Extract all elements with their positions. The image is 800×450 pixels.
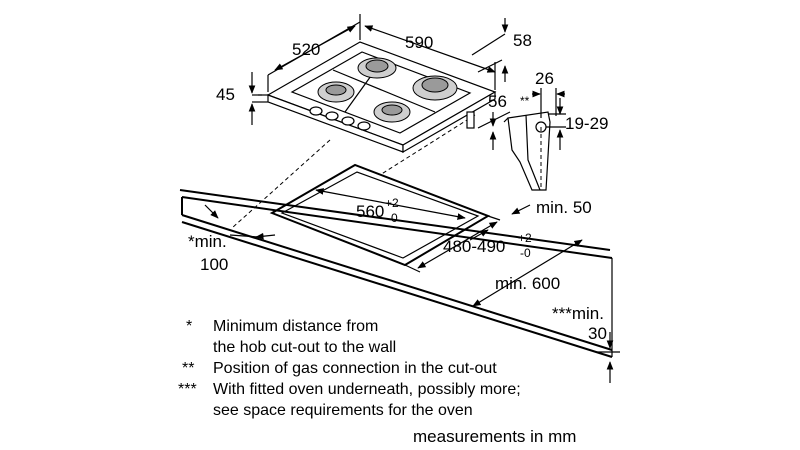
burner-front-left xyxy=(317,81,355,103)
label-min-below: ***min. xyxy=(552,304,604,323)
label-side-offset: 58 xyxy=(513,31,532,50)
legend-mark-2: ** xyxy=(182,360,194,377)
dim-min-front xyxy=(472,239,583,307)
dim-min-wall xyxy=(204,204,276,240)
dim-hob-height xyxy=(248,72,268,125)
burner-front-right xyxy=(373,101,411,123)
dim-gas-height xyxy=(546,98,566,150)
gas-inlet xyxy=(466,111,475,129)
gas-connection-detail xyxy=(503,111,551,191)
legend-mark-3: *** xyxy=(178,381,197,398)
dim-right-depth xyxy=(477,111,511,150)
legend-line-2a: Position of gas connection in the cut-ou… xyxy=(213,360,497,377)
units-note: measurements in mm xyxy=(413,427,576,446)
label-cutout-depth-tol-minus: -0 xyxy=(520,246,531,260)
legend-mark-1: * xyxy=(186,318,192,335)
legend-line-1b: the hob cut-out to the wall xyxy=(213,339,396,356)
burner-rear-right xyxy=(412,75,458,101)
dim-side-offset xyxy=(471,18,509,82)
label-cutout-depth: 480-490 xyxy=(443,237,505,256)
label-gas-height: 19-29 xyxy=(565,114,608,133)
label-hob-width: 590 xyxy=(405,33,433,52)
control-knobs xyxy=(309,106,371,131)
label-gas-marker: ** xyxy=(520,94,530,108)
legend-line-1a: Minimum distance from xyxy=(213,318,378,335)
legend-line-3b: see space requirements for the oven xyxy=(213,402,473,419)
dim-min-rear xyxy=(469,204,531,241)
dim-min-below xyxy=(596,332,620,383)
label-cutout-depth-tol-plus: +2 xyxy=(518,231,532,245)
label-right-depth: 56 xyxy=(488,92,507,111)
dim-cutout-width xyxy=(315,188,466,220)
legend-line-3a: With fitted oven underneath, possibly mo… xyxy=(213,381,521,398)
label-detail-width: 26 xyxy=(535,69,554,88)
dim-detail-width xyxy=(532,88,565,118)
burner-rear-left xyxy=(357,57,397,79)
label-cutout-width-tol-plus: +2 xyxy=(385,196,399,210)
label-min-front: min. 600 xyxy=(495,274,560,293)
label-cutout-width-tol-minus: -0 xyxy=(387,211,398,225)
legend: * Minimum distance from the hob cut-out … xyxy=(178,318,521,419)
label-hob-depth: 520 xyxy=(292,40,320,59)
dim-hob-depth xyxy=(267,14,361,92)
label-min-rear: min. 50 xyxy=(536,198,592,217)
label-min-wall-value: 100 xyxy=(200,255,228,274)
label-hob-height: 45 xyxy=(216,85,235,104)
dim-hob-width xyxy=(364,25,496,90)
label-cutout-width: 560 xyxy=(356,202,384,221)
label-min-below-value: 30 xyxy=(588,324,607,343)
projection-lines xyxy=(231,114,476,229)
label-min-wall: *min. xyxy=(188,232,227,251)
